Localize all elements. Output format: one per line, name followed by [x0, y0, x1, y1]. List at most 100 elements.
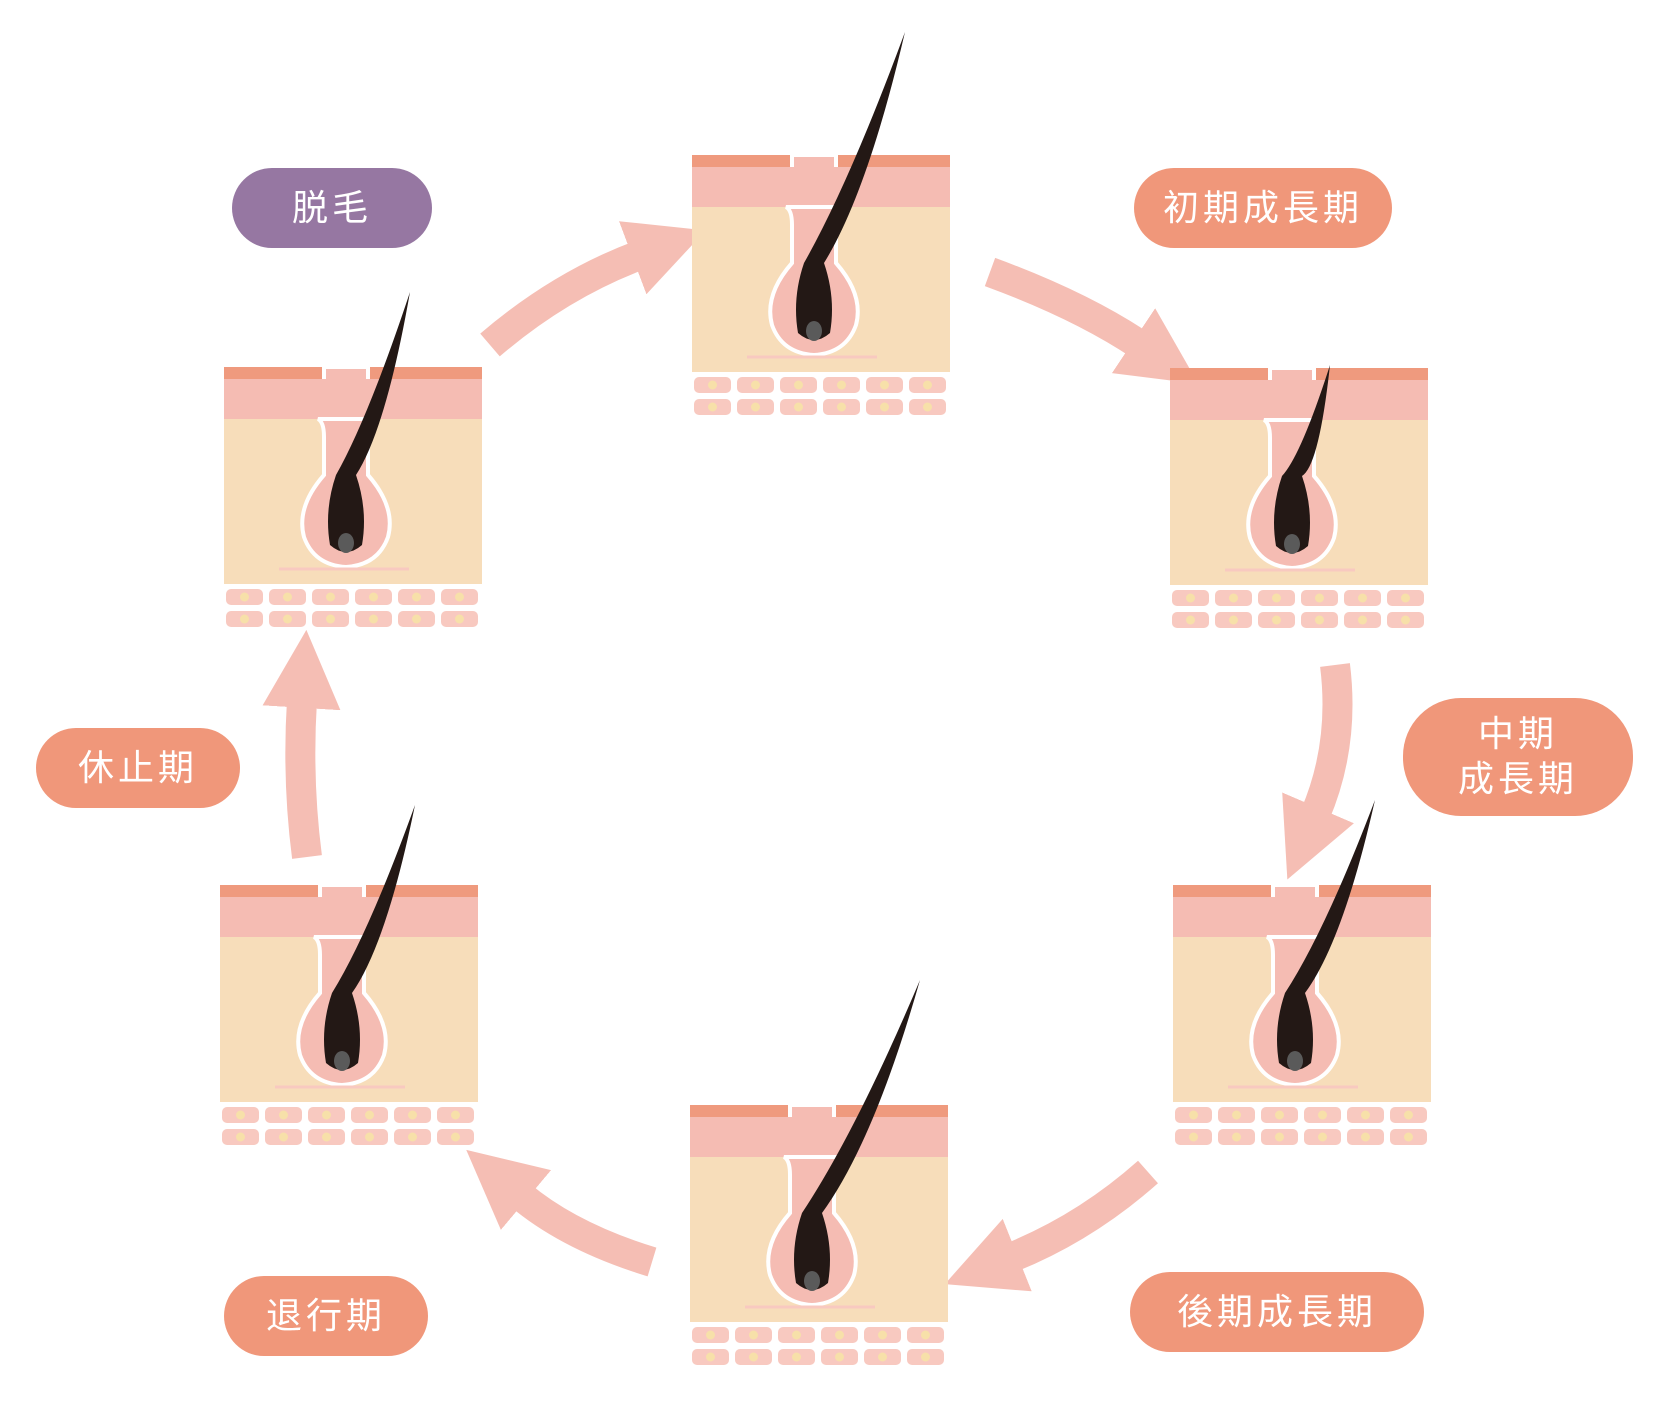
cell-nucleus — [236, 1132, 245, 1142]
cell-nucleus — [1272, 593, 1281, 603]
cell-nucleus — [921, 1352, 930, 1362]
dermal-papilla — [1287, 1051, 1303, 1071]
epidermis-layer — [692, 167, 950, 207]
skin-panels — [220, 32, 1431, 1365]
cell-nucleus — [749, 1352, 758, 1362]
skin-panel-mid-anagen — [1173, 800, 1431, 1145]
cell-nucleus — [322, 1110, 331, 1120]
cell-nucleus — [1232, 1132, 1241, 1142]
skin-panel-catagen — [220, 805, 478, 1145]
cell-layer — [1175, 1107, 1427, 1145]
cell-nucleus — [1275, 1110, 1284, 1120]
cell-nucleus — [1318, 1110, 1327, 1120]
cell-nucleus — [369, 592, 378, 602]
medium-hair-icon — [1277, 800, 1375, 1070]
cell-nucleus — [408, 1110, 417, 1120]
label-late-anagen: 後期成長期 — [1130, 1272, 1424, 1352]
cell-nucleus — [1361, 1110, 1370, 1120]
cell-nucleus — [751, 380, 760, 390]
cell-nucleus — [408, 1132, 417, 1142]
dermal-papilla — [806, 321, 822, 341]
skin-panel-telogen — [224, 292, 482, 627]
cell-nucleus — [921, 1330, 930, 1340]
regressing-hair-icon — [324, 805, 415, 1070]
cell-nucleus — [751, 402, 760, 412]
arrow-shedding-to-early — [480, 221, 706, 357]
follicle-opening-inner — [792, 1107, 832, 1119]
epidermis-layer — [1173, 897, 1431, 937]
cell-nucleus — [365, 1110, 374, 1120]
dermal-papilla — [804, 1271, 820, 1291]
cell-nucleus — [412, 614, 421, 624]
cell-nucleus — [1229, 593, 1238, 603]
cell-nucleus — [835, 1352, 844, 1362]
cell-layer — [222, 1107, 474, 1145]
cell-nucleus — [1186, 593, 1195, 603]
label-shedding: 脱毛 — [232, 168, 432, 248]
cell-nucleus — [878, 1330, 887, 1340]
arrow-mid-to-late — [1282, 663, 1354, 880]
cell-nucleus — [837, 402, 846, 412]
cell-nucleus — [880, 380, 889, 390]
follicle-opening-inner — [1275, 887, 1315, 899]
cell-nucleus — [240, 614, 249, 624]
cell-nucleus — [878, 1352, 887, 1362]
cell-nucleus — [792, 1352, 801, 1362]
skin-panel-shedding — [692, 32, 950, 415]
cell-nucleus — [794, 402, 803, 412]
follicle-opening-inner — [1272, 370, 1312, 382]
long-hair-icon — [794, 980, 920, 1290]
short-hair-icon — [1274, 365, 1330, 553]
cell-nucleus — [1358, 593, 1367, 603]
epidermis-layer — [690, 1117, 948, 1157]
epidermis-layer — [1170, 380, 1428, 420]
cell-nucleus — [1315, 615, 1324, 625]
cell-nucleus — [1189, 1132, 1198, 1142]
cell-nucleus — [794, 380, 803, 390]
dermal-papilla — [334, 1051, 350, 1071]
follicle-opening-inner — [794, 157, 834, 169]
cell-nucleus — [792, 1330, 801, 1340]
cell-nucleus — [1358, 615, 1367, 625]
cell-nucleus — [236, 1110, 245, 1120]
cell-nucleus — [880, 402, 889, 412]
shedding-with-new-hair-icon — [796, 32, 905, 340]
cell-nucleus — [412, 592, 421, 602]
cell-nucleus — [279, 1132, 288, 1142]
resting-hair-icon — [328, 292, 410, 552]
arrow-catagen-to-telogen — [466, 1149, 657, 1277]
label-early-anagen: 初期成長期 — [1134, 168, 1392, 248]
cycle-arrows — [262, 221, 1354, 1292]
label-catagen: 退行期 — [224, 1276, 428, 1356]
cell-nucleus — [1318, 1132, 1327, 1142]
follicle-opening-inner — [326, 369, 366, 381]
cell-nucleus — [451, 1132, 460, 1142]
cell-nucleus — [326, 614, 335, 624]
cell-nucleus — [283, 592, 292, 602]
cell-nucleus — [240, 592, 249, 602]
cell-nucleus — [1361, 1132, 1370, 1142]
epidermis-layer — [220, 897, 478, 937]
cell-nucleus — [455, 614, 464, 624]
cell-nucleus — [835, 1330, 844, 1340]
cell-nucleus — [455, 592, 464, 602]
cell-nucleus — [708, 380, 717, 390]
cell-nucleus — [369, 614, 378, 624]
arrow-late-to-catagen — [944, 1160, 1158, 1292]
cell-nucleus — [1229, 615, 1238, 625]
cell-nucleus — [1232, 1110, 1241, 1120]
cell-nucleus — [923, 402, 932, 412]
skin-panel-early-anagen — [1170, 365, 1428, 628]
cell-nucleus — [365, 1132, 374, 1142]
label-telogen: 休止期 — [36, 728, 240, 808]
cell-nucleus — [749, 1330, 758, 1340]
cell-nucleus — [1401, 593, 1410, 603]
cell-nucleus — [1315, 593, 1324, 603]
cell-nucleus — [706, 1352, 715, 1362]
cell-nucleus — [1189, 1110, 1198, 1120]
arrow-telogen-to-shedding — [262, 629, 341, 859]
cell-nucleus — [837, 380, 846, 390]
cell-nucleus — [1275, 1132, 1284, 1142]
cell-layer — [1172, 590, 1424, 628]
